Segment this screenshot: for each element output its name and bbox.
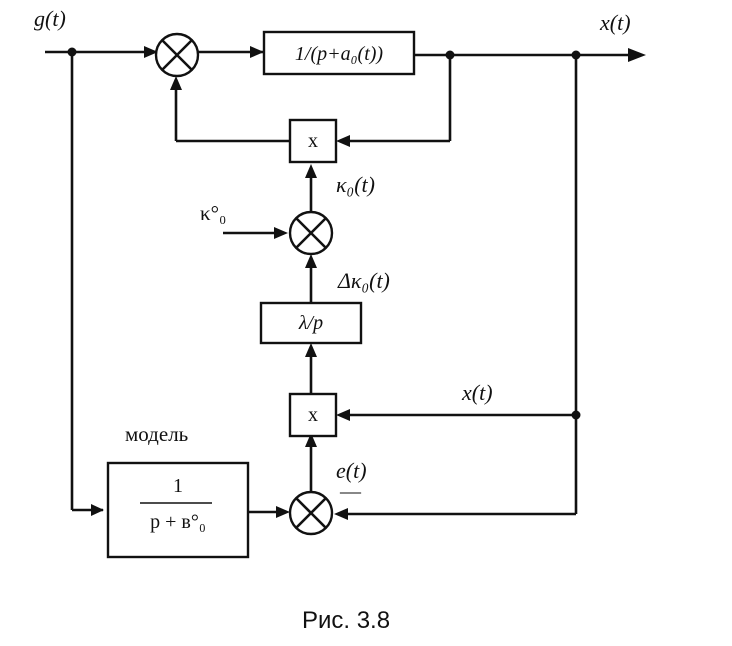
multiplier-bottom-block: x [288,392,338,438]
label-feedback-x: x(t) [461,380,493,405]
arrow-into-mid-sum [274,227,288,239]
arrow-up-top-mult [305,164,317,178]
summer-middle [288,210,334,256]
label-k0-const: κ°₀ [200,201,226,225]
arrow-into-top-mult [336,135,350,147]
plant-label: 1/(p+a₀(t)) [295,43,384,65]
integrator-block: λ/p [259,301,363,345]
label-model-title: модель [125,422,188,446]
arrow-into-model [91,504,104,516]
arrow-into-bottom-mult [336,409,350,421]
figure-caption: Рис. 3.8 [302,607,390,634]
label-output-x: x(t) [599,10,631,35]
junction-plant-out [445,50,455,60]
summer-bottom [288,490,334,536]
model-block: 1 p + в°₀ [106,461,250,559]
integrator-label: λ/p [298,312,323,334]
arrow-into-bottom-sum-right [334,508,348,520]
model-numerator: 1 [173,475,183,497]
arrow-output [628,48,646,62]
arrow-into-bottom-sum-left [276,506,290,518]
arrow-up-top-sum [170,76,182,90]
junction-x-mult [571,410,581,420]
label-delta-k0: Δκ₀(t) [337,268,390,293]
arrow-into-plant [250,46,264,58]
label-minus: — [339,479,362,503]
multiplier-top-label: x [308,130,318,152]
arrow-up-mid-sum [305,254,317,268]
junction-input [67,47,77,57]
model-denominator: p + в°₀ [150,511,206,533]
label-input-g: g(t) [34,6,66,31]
multiplier-top-block: x [288,118,338,164]
junction-output [571,50,581,60]
plant-block: 1/(p+a₀(t)) [262,30,416,76]
arrow-into-top-sum [144,46,158,58]
arrow-up-integrator [305,343,317,357]
label-error-e: e(t) [336,458,367,483]
summer-top [154,32,200,78]
label-k0: κ₀(t) [336,172,375,197]
multiplier-bottom-label: x [308,404,318,426]
arrow-up-bottom-mult [305,433,317,447]
